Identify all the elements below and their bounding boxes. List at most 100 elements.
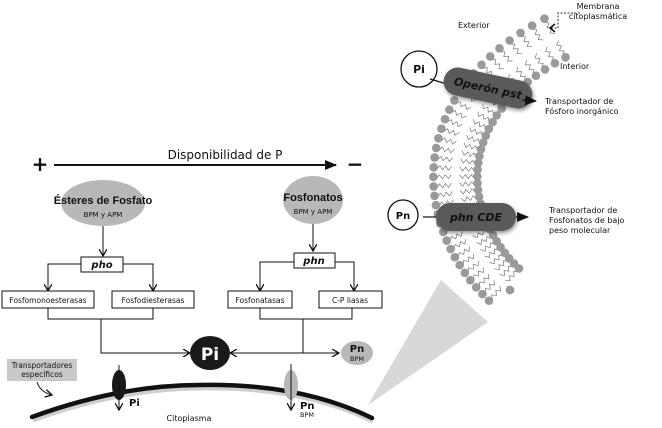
pi-central-label: Pi bbox=[201, 345, 219, 365]
lipid-head bbox=[466, 275, 475, 285]
lipid-head bbox=[505, 36, 514, 45]
lipid-head bbox=[497, 104, 507, 113]
lipid-head bbox=[527, 21, 537, 30]
membrane-label-line1: Membrana bbox=[577, 2, 620, 11]
lipid-head bbox=[561, 53, 570, 62]
lipid-head bbox=[429, 182, 438, 191]
cell-membrane-arc bbox=[29, 382, 375, 421]
pn-bpm-title: Pn bbox=[350, 344, 364, 355]
operon-pst-capsule bbox=[443, 67, 533, 109]
lipid-head bbox=[478, 289, 487, 299]
lipid-head bbox=[495, 44, 504, 53]
lipid-head bbox=[430, 153, 439, 162]
lipid-head bbox=[434, 134, 443, 143]
pho-left-arrow bbox=[48, 263, 81, 291]
lipid-head bbox=[442, 236, 452, 245]
lipid-head bbox=[429, 163, 439, 172]
lipid-head bbox=[460, 268, 470, 278]
pi-circle bbox=[400, 50, 438, 88]
lipid-head bbox=[484, 124, 494, 134]
minus-sign: − bbox=[347, 152, 364, 176]
enzyme-label-cp-liasas: C-P liasas bbox=[332, 296, 368, 305]
phn-left-arrow bbox=[260, 261, 294, 291]
membrane-pointer-line bbox=[551, 12, 580, 29]
pn-circle bbox=[387, 199, 419, 231]
lipid-bilayer bbox=[429, 14, 570, 306]
phosphate-esters-title: Ésteres de Fosfato bbox=[54, 194, 153, 207]
lipid-head bbox=[492, 111, 502, 120]
pi-transport-label: Pi bbox=[129, 398, 140, 409]
lipid-head bbox=[540, 14, 549, 23]
lipid-head bbox=[474, 158, 483, 168]
membrane-pointer-arrowhead bbox=[548, 23, 556, 33]
pn-transport-sub: BPM bbox=[300, 411, 314, 419]
enzyme-label-fosfonatasas: Fosfonatasas bbox=[235, 296, 284, 305]
phn-cde-label: phn CDE bbox=[449, 211, 503, 224]
phosphonates-title: Fosfonatos bbox=[283, 192, 342, 204]
phn-description-line2: Fosfonatos de bajo bbox=[549, 216, 625, 225]
lipid-head bbox=[516, 28, 525, 38]
pst-description-line1: Transportador de bbox=[544, 97, 613, 106]
lipid-head bbox=[514, 264, 524, 273]
enzyme-box-cp-liasas bbox=[318, 290, 383, 309]
lipid-head bbox=[445, 105, 454, 114]
lipid-head bbox=[471, 283, 481, 292]
lipid-head bbox=[477, 60, 486, 70]
pho-right-arrow bbox=[123, 263, 153, 291]
phn-description-line3: peso molecular bbox=[549, 226, 611, 235]
lipid-head bbox=[440, 114, 450, 124]
membrane-label-line2: citoplasmática bbox=[569, 12, 627, 21]
lipid-head bbox=[488, 117, 497, 127]
right-enzymes-join bbox=[259, 308, 353, 320]
pn-circle-label: Pn bbox=[396, 211, 410, 222]
lipid-head bbox=[473, 185, 483, 195]
lipid-head bbox=[437, 124, 446, 133]
lipid-head bbox=[476, 145, 486, 154]
phosphonates-sub: BPM y APM bbox=[294, 208, 333, 216]
cytoplasm-label: Citoplasma bbox=[167, 414, 212, 423]
cell-membrane-shadow bbox=[32, 385, 375, 424]
transporters-label-line2: específicos bbox=[21, 370, 63, 379]
lipid-head bbox=[505, 285, 515, 295]
lipid-head bbox=[474, 192, 484, 201]
exterior-label: Exterior bbox=[458, 21, 490, 30]
phosphate-esters-sub: BPM y APM bbox=[84, 211, 123, 219]
lipid-head bbox=[430, 191, 439, 201]
pst-arrow bbox=[521, 95, 537, 106]
left-enzymes-join bbox=[47, 308, 154, 320]
lipid-head bbox=[540, 65, 550, 74]
zoom-wedge bbox=[368, 280, 488, 405]
lipid-head bbox=[429, 172, 438, 182]
transporters-pointer-arrow bbox=[36, 381, 52, 395]
pi-central-node bbox=[190, 336, 230, 370]
lipid-head bbox=[446, 244, 455, 254]
interior-label: Interior bbox=[560, 62, 590, 71]
lipid-head bbox=[485, 52, 495, 61]
lipid-head bbox=[431, 143, 441, 153]
phn-gene-label: phn bbox=[302, 256, 324, 267]
lipid-head bbox=[431, 200, 441, 210]
pn-transport-title: Pn bbox=[300, 401, 314, 412]
lipid-head bbox=[531, 71, 541, 80]
lipid-head bbox=[455, 260, 465, 270]
lipid-head bbox=[481, 131, 491, 140]
enzyme-label-fosfodiesterasas: Fosfodiesterasas bbox=[122, 296, 185, 305]
lipid-head bbox=[473, 172, 482, 181]
pst-description-line2: Fósforo inorgánico bbox=[545, 106, 619, 116]
lipid-head bbox=[484, 296, 494, 306]
availability-label: Disponibilidad de P bbox=[168, 148, 283, 162]
enzyme-label-fosfomonoesterasas: Fosfomonoesterasas bbox=[9, 296, 86, 305]
phosphonates-ellipse bbox=[283, 176, 343, 224]
lipid-head bbox=[473, 179, 482, 188]
lipid-head bbox=[450, 252, 460, 262]
phn-description-line1: Transportador de bbox=[548, 206, 617, 215]
phn-right-arrow bbox=[335, 261, 354, 291]
pho-gene-label: pho bbox=[90, 260, 112, 271]
plus-sign: + bbox=[32, 152, 49, 176]
lipid-head bbox=[478, 138, 488, 147]
pi-circle-label: Pi bbox=[413, 63, 425, 76]
transporters-label-line1: Transportadores bbox=[11, 361, 73, 370]
lipid-head bbox=[550, 59, 560, 68]
pn-bpm-sub: BPM bbox=[350, 355, 364, 363]
